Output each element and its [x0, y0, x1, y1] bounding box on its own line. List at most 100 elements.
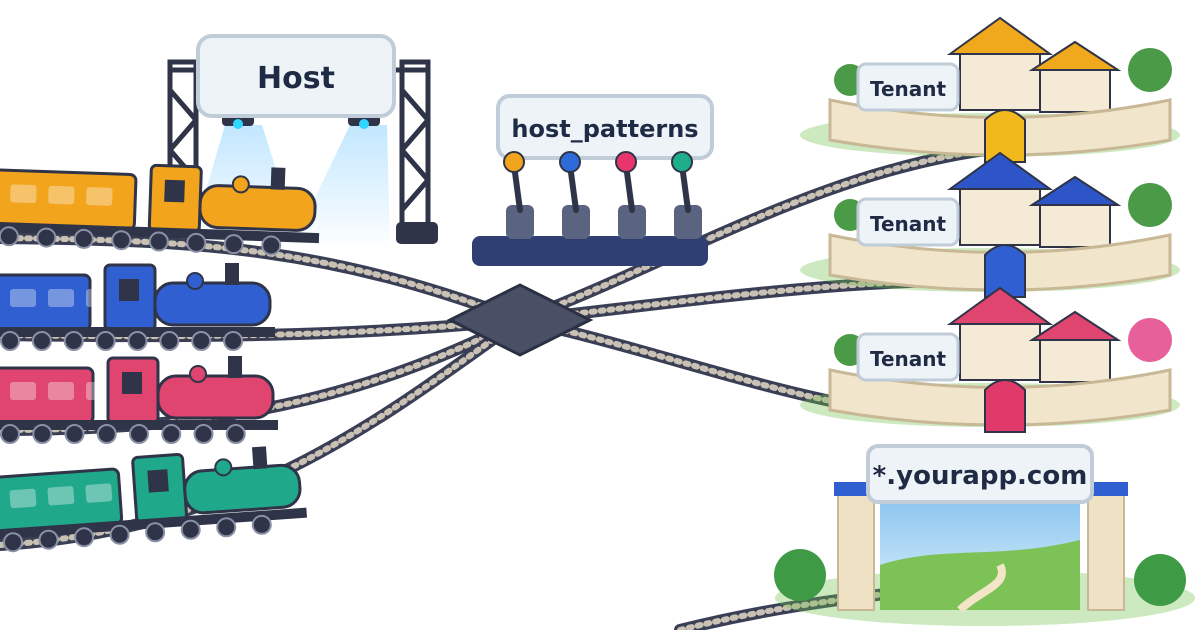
train-wheel	[0, 331, 20, 351]
gate-view-path	[957, 563, 1006, 613]
trains	[0, 163, 320, 553]
village-roof	[1028, 175, 1122, 206]
train-wheel	[64, 424, 85, 444]
switch-lever-4[interactable]	[671, 151, 702, 239]
village-tree	[1128, 318, 1172, 362]
wildcard-gate: *.yourapp.com	[774, 444, 1195, 626]
tenant-sign-label: Tenant	[870, 347, 947, 371]
smokestack	[225, 263, 239, 285]
train-wheel	[0, 226, 19, 247]
lever-housing	[674, 205, 702, 239]
village-roof	[946, 286, 1054, 325]
train-wheel	[0, 424, 20, 444]
village-gate	[984, 244, 1026, 298]
tenant-sign	[856, 332, 960, 382]
cab-window	[122, 372, 142, 394]
train-wheel	[180, 519, 201, 540]
village-gate	[984, 109, 1026, 163]
village-house	[1039, 337, 1111, 383]
train-wheel	[73, 228, 94, 249]
lever-knob	[559, 151, 581, 173]
gantry-lattice-right	[400, 88, 430, 212]
carriage-window	[10, 289, 36, 307]
smokestack	[251, 446, 268, 470]
gate-bush-left	[774, 549, 826, 601]
wildcard-sign-label: *.yourapp.com	[873, 461, 1088, 491]
scanner-light-right	[359, 119, 369, 129]
carriage-window	[48, 382, 74, 400]
switch-base	[472, 236, 708, 266]
switch-lever-2[interactable]	[559, 151, 590, 239]
track-to-tenant-1-ties	[517, 145, 1003, 323]
lever-knob	[615, 151, 637, 173]
wildcard-sign	[866, 444, 1094, 504]
village-roof	[946, 151, 1054, 190]
village-house	[959, 184, 1041, 246]
village-house	[1039, 202, 1111, 248]
village-tree	[1128, 183, 1172, 227]
village-tree	[1128, 48, 1172, 92]
lever-knob	[671, 151, 693, 173]
locomotive-boiler	[183, 463, 302, 515]
train-4	[0, 446, 308, 553]
switch-lever-1[interactable]	[503, 151, 534, 239]
host-patterns-sign-label: host_patterns	[511, 115, 698, 143]
train-wheel	[191, 331, 212, 351]
train-wheel	[31, 331, 52, 351]
switch-lever-3[interactable]	[615, 151, 646, 239]
train-wheel	[223, 331, 244, 351]
gate-view-hills	[880, 540, 1080, 610]
lever-knob	[503, 151, 525, 173]
host-sign	[196, 34, 396, 118]
train-wheel	[32, 424, 53, 444]
train-chassis	[0, 507, 308, 540]
smokestack	[270, 167, 286, 190]
train-wheel	[216, 517, 237, 538]
train-wheel	[95, 331, 116, 351]
train-wheel	[159, 331, 180, 351]
train-wheel	[261, 235, 282, 256]
train-wheel	[38, 529, 59, 550]
train-wheel	[63, 331, 84, 351]
village-gate	[984, 379, 1026, 433]
lever-housing	[618, 205, 646, 239]
cab-window	[164, 179, 185, 203]
train-wheel	[225, 424, 246, 444]
train-wheel	[186, 232, 207, 253]
train-wheel	[251, 514, 272, 535]
train-wheel	[36, 227, 57, 248]
tenant-village-2: Tenant	[800, 151, 1180, 298]
tenant-village-1: Tenant	[800, 16, 1180, 163]
train-wheel	[96, 424, 117, 444]
carriage-window	[48, 289, 74, 307]
cab-window	[147, 469, 169, 493]
train-wheel	[129, 424, 149, 444]
scanner-light-left	[233, 119, 243, 129]
train-wheel	[111, 230, 132, 251]
carriage-window	[10, 382, 36, 400]
village-house	[959, 49, 1041, 111]
tenant-sign-label: Tenant	[870, 212, 947, 236]
locomotive-boiler	[156, 374, 275, 420]
junction-crossing	[446, 283, 594, 357]
train-wheel	[3, 532, 24, 553]
train-wheel	[127, 331, 148, 351]
carriage-window	[48, 185, 75, 205]
gantry-lattice-left	[168, 88, 198, 212]
steam-dome	[186, 272, 204, 290]
village-roof	[1028, 310, 1122, 341]
gate-pillar-left	[837, 489, 875, 611]
village-roof	[946, 16, 1054, 55]
scan-beam-right	[290, 125, 390, 250]
train-wheel	[161, 424, 182, 444]
cab-window	[119, 279, 139, 301]
gate-cap-right	[1084, 482, 1128, 496]
train-2	[0, 263, 275, 351]
tenant-sign	[856, 62, 960, 112]
lever-group	[503, 151, 702, 239]
village-house	[1039, 67, 1111, 113]
host-patterns-switchboard: host_patterns	[472, 94, 714, 266]
locomotive-boiler	[153, 281, 272, 327]
